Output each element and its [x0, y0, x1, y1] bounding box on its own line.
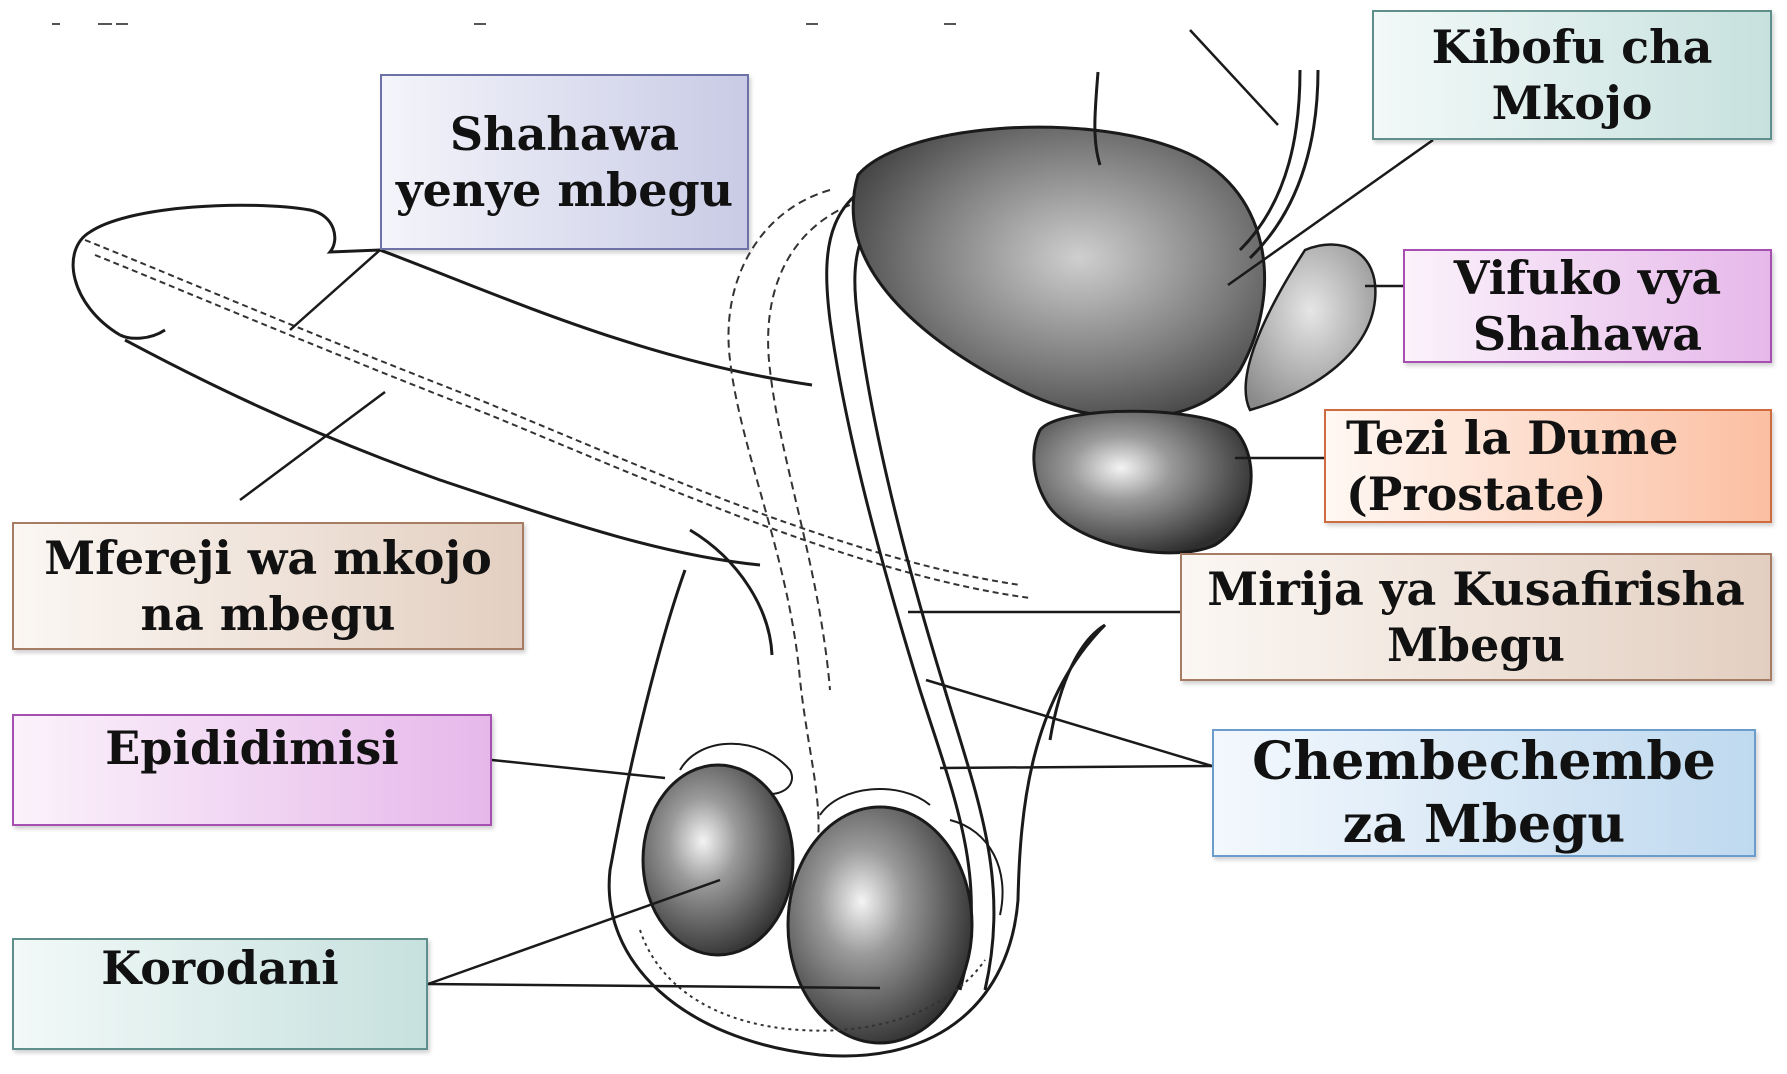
label-korodani: Korodani: [12, 938, 428, 1050]
label-text: Kibofu cha Mkojo: [1432, 19, 1713, 131]
label-text: Vifuko vya Shahawa: [1454, 250, 1721, 362]
testis-left: [643, 765, 793, 955]
label-chembechembe-za-mbegu: Chembechembe za Mbegu: [1212, 729, 1756, 857]
label-epididimisi: Epididimisi: [12, 714, 492, 826]
bladder-organ: [853, 127, 1264, 418]
label-shahawa-yenye-mbegu: Shahawa yenye mbegu: [380, 74, 749, 250]
label-tezi-la-dume: Tezi la Dume (Prostate): [1324, 409, 1772, 523]
label-text: Chembechembe za Mbegu: [1252, 730, 1716, 857]
label-text: Epididimisi: [105, 720, 399, 776]
label-text: Korodani: [101, 940, 338, 996]
label-text: Mirija ya Kusafirisha Mbegu: [1207, 561, 1745, 673]
label-mirija-ya-kusafirisha-mbegu: Mirija ya Kusafirisha Mbegu: [1180, 553, 1772, 681]
label-vifuko-vya-shahawa: Vifuko vya Shahawa: [1403, 249, 1772, 363]
label-text: Tezi la Dume (Prostate): [1346, 410, 1678, 522]
testis-right: [788, 807, 972, 1043]
label-mfereji-wa-mkojo: Mfereji wa mkojo na mbegu: [12, 522, 524, 650]
label-text: Mfereji wa mkojo na mbegu: [44, 530, 492, 642]
label-text: Shahawa yenye mbegu: [396, 106, 733, 218]
prostate-organ: [1034, 411, 1251, 553]
label-kibofu-cha-mkojo: Kibofu cha Mkojo: [1372, 10, 1772, 140]
